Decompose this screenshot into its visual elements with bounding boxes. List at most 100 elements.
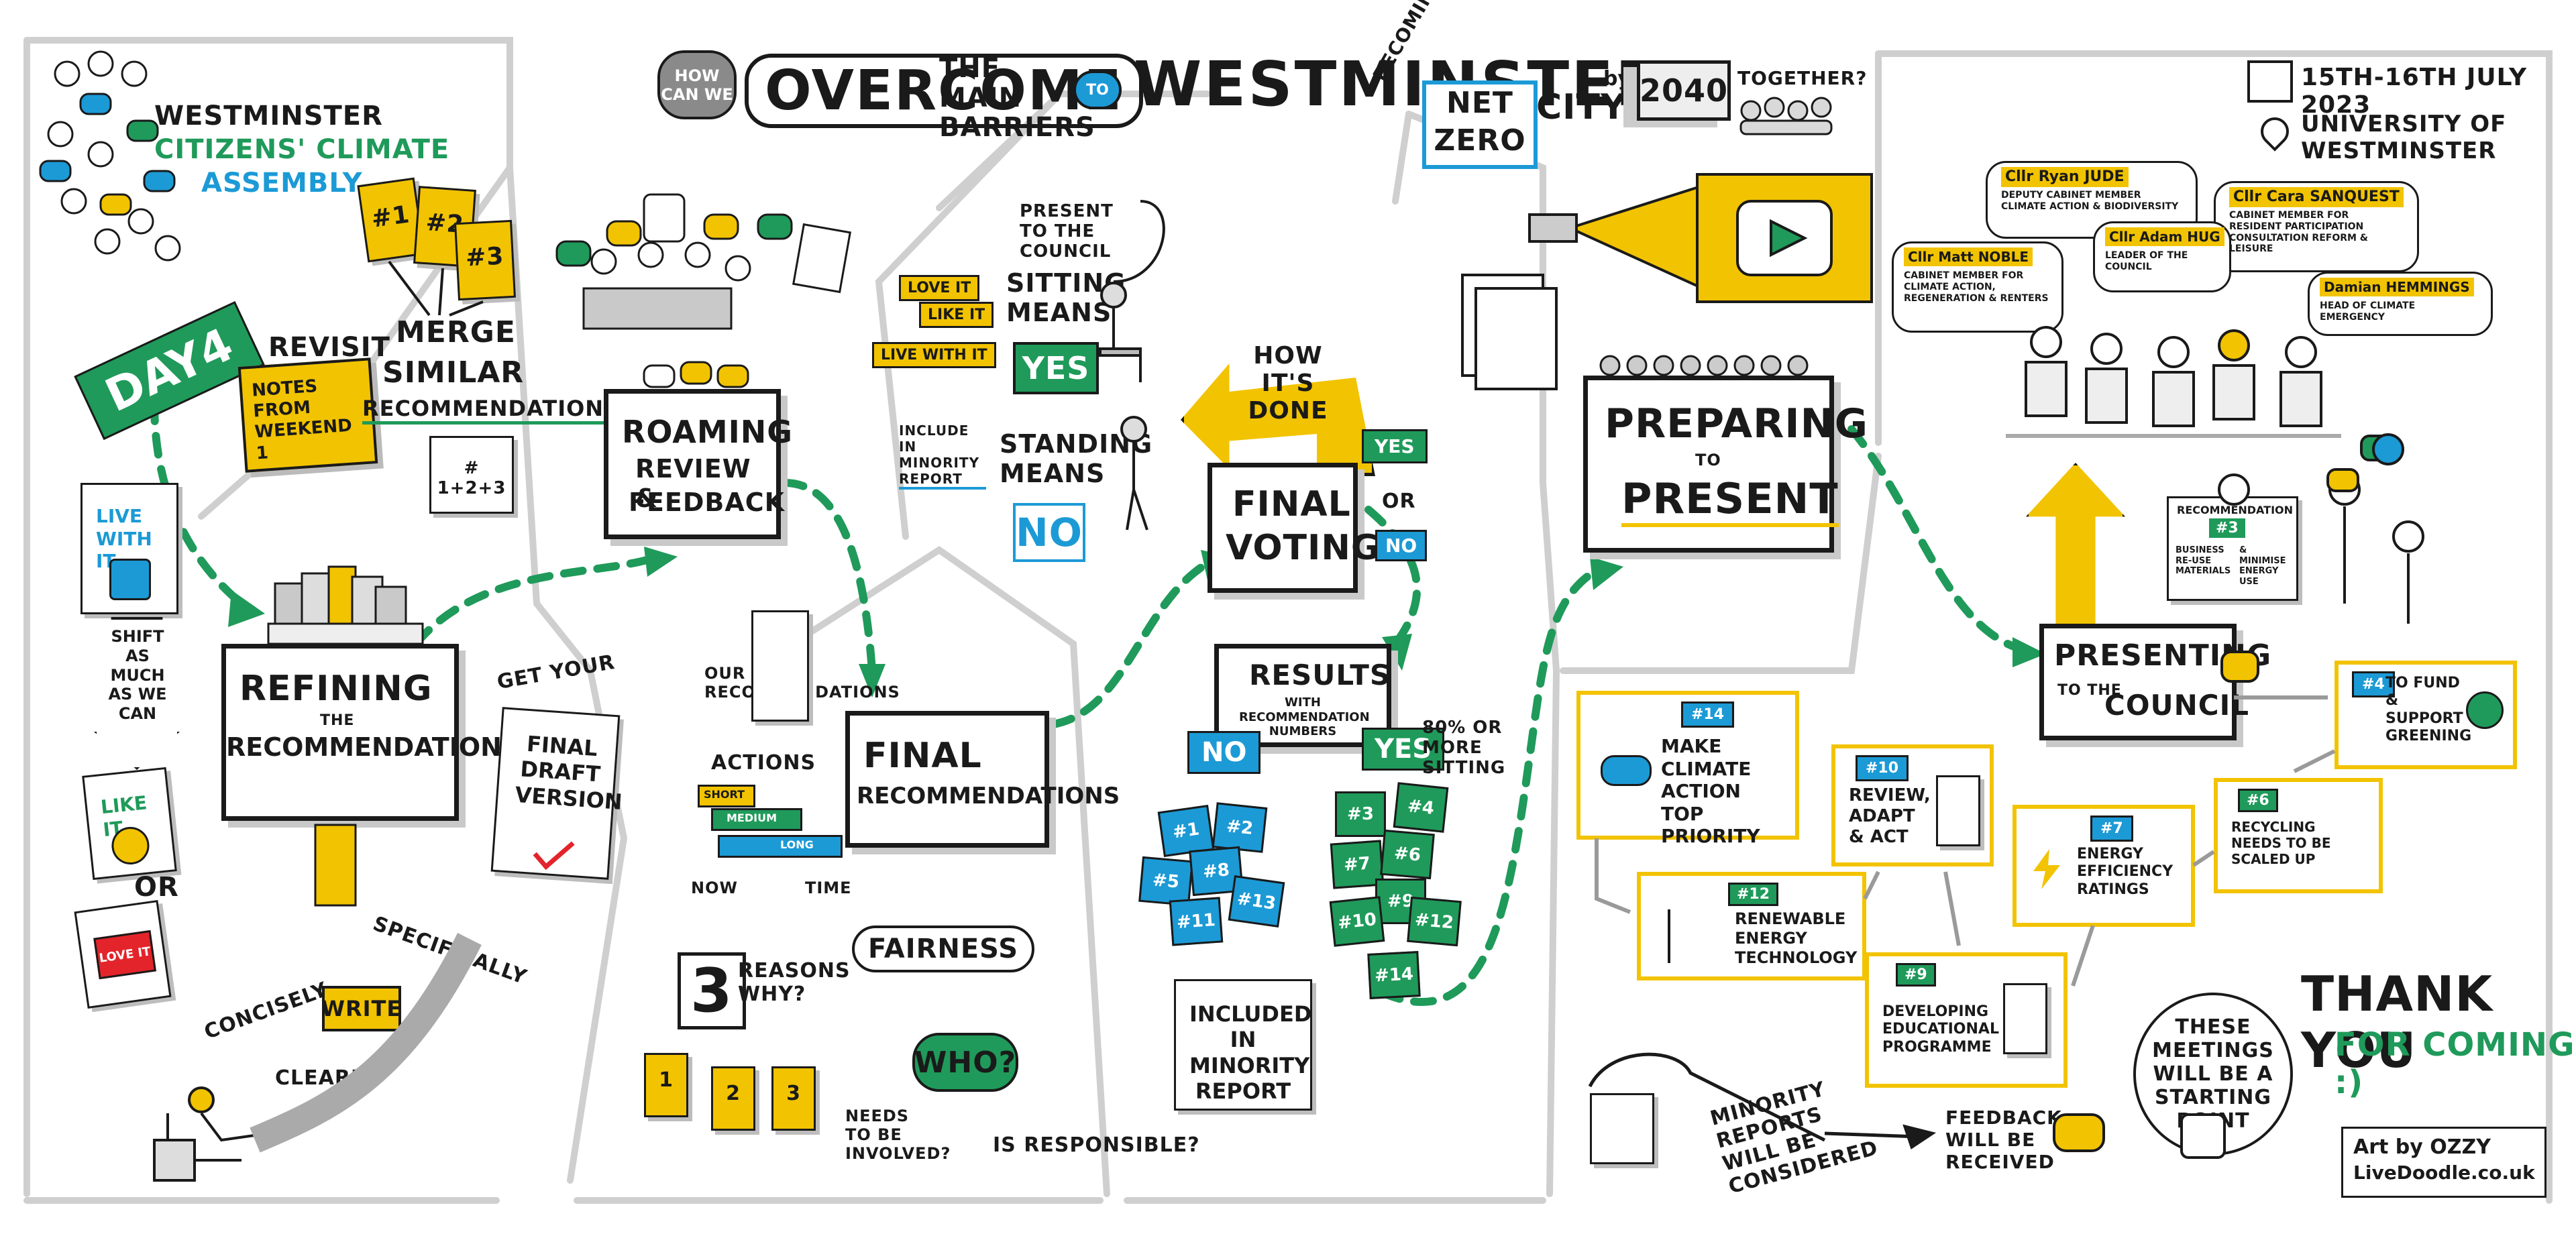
medium-label: MEDIUM <box>727 811 777 824</box>
together-label: TOGETHER? <box>1737 67 1868 89</box>
love-it-card: LOVE IT <box>74 899 172 1009</box>
how-label: HOW CAN WE <box>661 66 733 104</box>
outcome-num: #6 <box>2238 789 2278 812</box>
rec-num-tag: #3 <box>2209 518 2245 538</box>
art-by-label: Art by OZZY <box>2353 1135 2491 1159</box>
notes-from-label: NOTES FROM WEEKEND 1 <box>251 376 353 464</box>
westminster-title: WESTMINSTER <box>1134 48 1665 120</box>
org-line1: WESTMINSTER <box>154 101 383 131</box>
results-yes-label: YES <box>1375 734 1432 765</box>
checklist-icon <box>1936 775 1980 846</box>
now-label: NOW <box>691 879 738 897</box>
presenting-to-the: TO THE <box>2057 682 2122 699</box>
year-box: 2040 <box>1637 60 1731 121</box>
refining-the: THE <box>320 712 355 729</box>
outcome-text: MAKE CLIMATE ACTION TOP PRIORITY <box>1661 735 1760 848</box>
zero-label: ZERO <box>1434 123 1526 158</box>
write-label: WRITE <box>321 996 402 1021</box>
to-label: TO <box>1086 81 1109 99</box>
outcome-num: #9 <box>1896 963 1936 987</box>
outcome-text: RECYCLING NEEDS TO BE SCALED UP <box>2231 819 2331 867</box>
no-box: NO <box>1013 503 1085 562</box>
doc-1-label: #1 <box>370 201 412 233</box>
rec-num: #3 <box>2216 520 2239 537</box>
like-it-tag-2: LIKE IT <box>919 302 994 328</box>
rec-label: RECOMMENDATION <box>2177 504 2294 516</box>
revisit-label: REVISIT <box>268 332 390 363</box>
preparing-to: TO <box>1695 451 1721 469</box>
preparing-box: PREPARING TO PRESENT <box>1583 376 1868 553</box>
reason-card-1: 1 <box>644 1053 688 1117</box>
outcome-card: #4 TO FUND & SUPPORT GREENING <box>2334 661 2517 769</box>
reason-3-label: 3 <box>786 1082 801 1105</box>
vote-like-label: LIKE IT <box>928 306 985 323</box>
final-draft-label: FINAL DRAFT VERSION <box>514 730 623 815</box>
final-recs-line2: RECOMMENDATIONS <box>857 783 1120 809</box>
final-recs-box: FINAL RECOMMENDATIONS <box>845 711 1120 848</box>
panel-card-hemmings: Damian HEMMINGS HEAD OF CLIMATE EMERGENC… <box>2308 272 2493 336</box>
outcome-card: #12 RENEWABLE ENERGY TECHNOLOGY <box>1637 872 1866 980</box>
panel-role: CABINET MEMBER FOR RESIDENT PARTICIPATIO… <box>2229 210 2369 255</box>
timeline-long-bar: LONG <box>718 835 843 858</box>
vote-love-label: LOVE IT <box>908 280 971 296</box>
reason-2-label: 2 <box>726 1082 741 1105</box>
results-yes-tag: YES <box>1362 728 1445 771</box>
love-it-tag-2: LOVE IT <box>899 275 980 301</box>
short-label: SHORT <box>704 788 745 801</box>
speech-bubble-icon <box>2220 651 2259 683</box>
minority-report-label: INCLUDED IN MINORITY REPORT <box>1189 1001 1312 1105</box>
notes-card: NOTES FROM WEEKEND 1 <box>237 357 378 473</box>
live-with-it-label: LIVE WITH IT <box>96 505 152 573</box>
neutral-face-icon <box>109 559 151 600</box>
no-tile: #13 <box>1228 875 1285 928</box>
for-coming-label: FOR COMING :) <box>2334 1026 2575 1101</box>
reason-card-2: 2 <box>711 1066 755 1131</box>
clearly-label: CLEARLY <box>275 1066 377 1090</box>
site-label: LiveDoodle.co.uk <box>2353 1162 2535 1184</box>
yes-tile: #6 <box>1380 829 1435 880</box>
doc-3-label: #3 <box>465 242 505 272</box>
yes-tile: #10 <box>1329 896 1385 947</box>
write-tag: WRITE <box>321 986 402 1031</box>
outcome-card: #6 RECYCLING NEEDS TO BE SCALED UP <box>2214 778 2383 893</box>
wind-turbine-icon <box>1668 909 1711 963</box>
panel-card-hug: Cllr Adam HUG LEADER OF THE COUNCIL <box>2093 221 2231 292</box>
yes-tile: #12 <box>1407 896 1462 947</box>
panel-role: HEAD OF CLIMATE EMERGENCY <box>2320 300 2416 323</box>
panel-name: Damian HEMMINGS <box>2320 278 2474 296</box>
outcome-text: REVIEW, ADAPT & ACT <box>1849 785 1931 848</box>
outcome-card: #9 DEVELOPING EDUCATIONAL PROGRAMME <box>1865 952 2068 1088</box>
reason-card-3: 3 <box>771 1066 816 1131</box>
reasons-label: REASONS WHY? <box>738 959 851 1006</box>
barriers-label: THE MAIN BARRIERS <box>939 53 1095 143</box>
time-label: TIME <box>805 879 852 897</box>
calendar-icon <box>2247 60 2293 103</box>
timeline-medium-bar: MEDIUM <box>711 808 802 831</box>
sitting-means-label: SITTING MEANS <box>1006 268 1126 327</box>
love-it-tag: LOVE IT <box>93 930 157 980</box>
net-zero-box: NET ZERO <box>1422 80 1538 169</box>
panel-role: LEADER OF THE COUNCIL <box>2105 250 2188 272</box>
thumbs-up-icon <box>2180 1113 2226 1159</box>
panel-card-sanquest: Cllr Cara SANQUEST CABINET MEMBER FOR RE… <box>2214 181 2419 272</box>
minority-docs-icon <box>1590 1093 1654 1164</box>
results-title: RESULTS <box>1249 659 1391 691</box>
outcome-text: DEVELOPING EDUCATIONAL PROGRAMME <box>1882 1003 1999 1056</box>
final-voting-box: FINAL VOTING <box>1208 463 1380 593</box>
vote-no-tag: NO <box>1375 530 1428 561</box>
final-voting-line2: VOTING <box>1226 528 1381 568</box>
vote-yes-label: YES <box>1375 435 1415 457</box>
roaming-line2: REVIEW & <box>635 454 751 513</box>
feedback-bubble-icon <box>2053 1113 2105 1152</box>
final-recs-line1: FINAL <box>863 736 982 776</box>
year-label: 2040 <box>1639 72 1729 109</box>
overcome-title: OVERCOME <box>745 54 1143 128</box>
who-tag: WHO? <box>912 1033 1018 1092</box>
reasons-number: 3 <box>678 952 746 1029</box>
org-line2: CITIZENS' CLIMATE <box>154 134 450 165</box>
panel-role: CABINET MEMBER FOR CLIMATE ACTION, REGEN… <box>1904 270 2049 304</box>
outcome-text: ENERGY EFFICIENCY RATINGS <box>2077 846 2174 898</box>
net-label: NET <box>1446 86 1513 120</box>
credit-box: Art by OZZY LiveDoodle.co.uk <box>2341 1127 2546 1198</box>
presenting-line2: COUNCIL <box>2104 689 2249 722</box>
